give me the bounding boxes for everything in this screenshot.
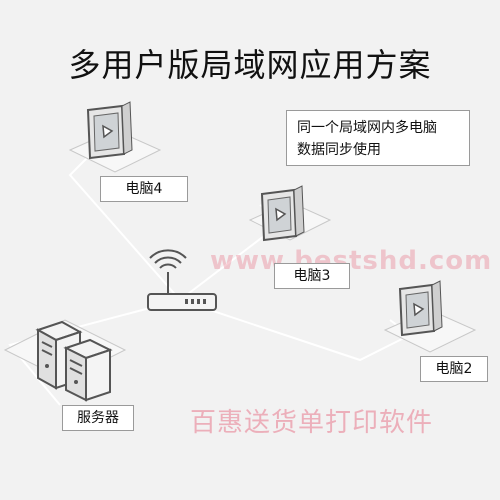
monitor-icon [86,101,133,160]
note-line-1: 同一个局域网内多电脑 [297,120,437,136]
note-line-2: 数据同步使用 [297,142,381,158]
watermark-url: www.bestshd.com [210,246,493,276]
router-icon [147,249,217,311]
note-box: 同一个局域网内多电脑 数据同步使用 [286,110,470,166]
label-pc3: 电脑3 [274,263,350,289]
watermark-brand: 百惠送货单打印软件 [190,408,434,438]
link-pc4-router [68,144,181,301]
label-pc2: 电脑2 [420,356,488,382]
link-router-server [8,299,181,406]
label-server: 服务器 [62,405,134,431]
monitor-icon [260,185,305,242]
label-pc4: 电脑4 [100,176,188,202]
page-title: 多用户版局域网应用方案 [68,46,432,84]
monitor-icon [398,280,443,337]
server-icon [63,338,113,402]
